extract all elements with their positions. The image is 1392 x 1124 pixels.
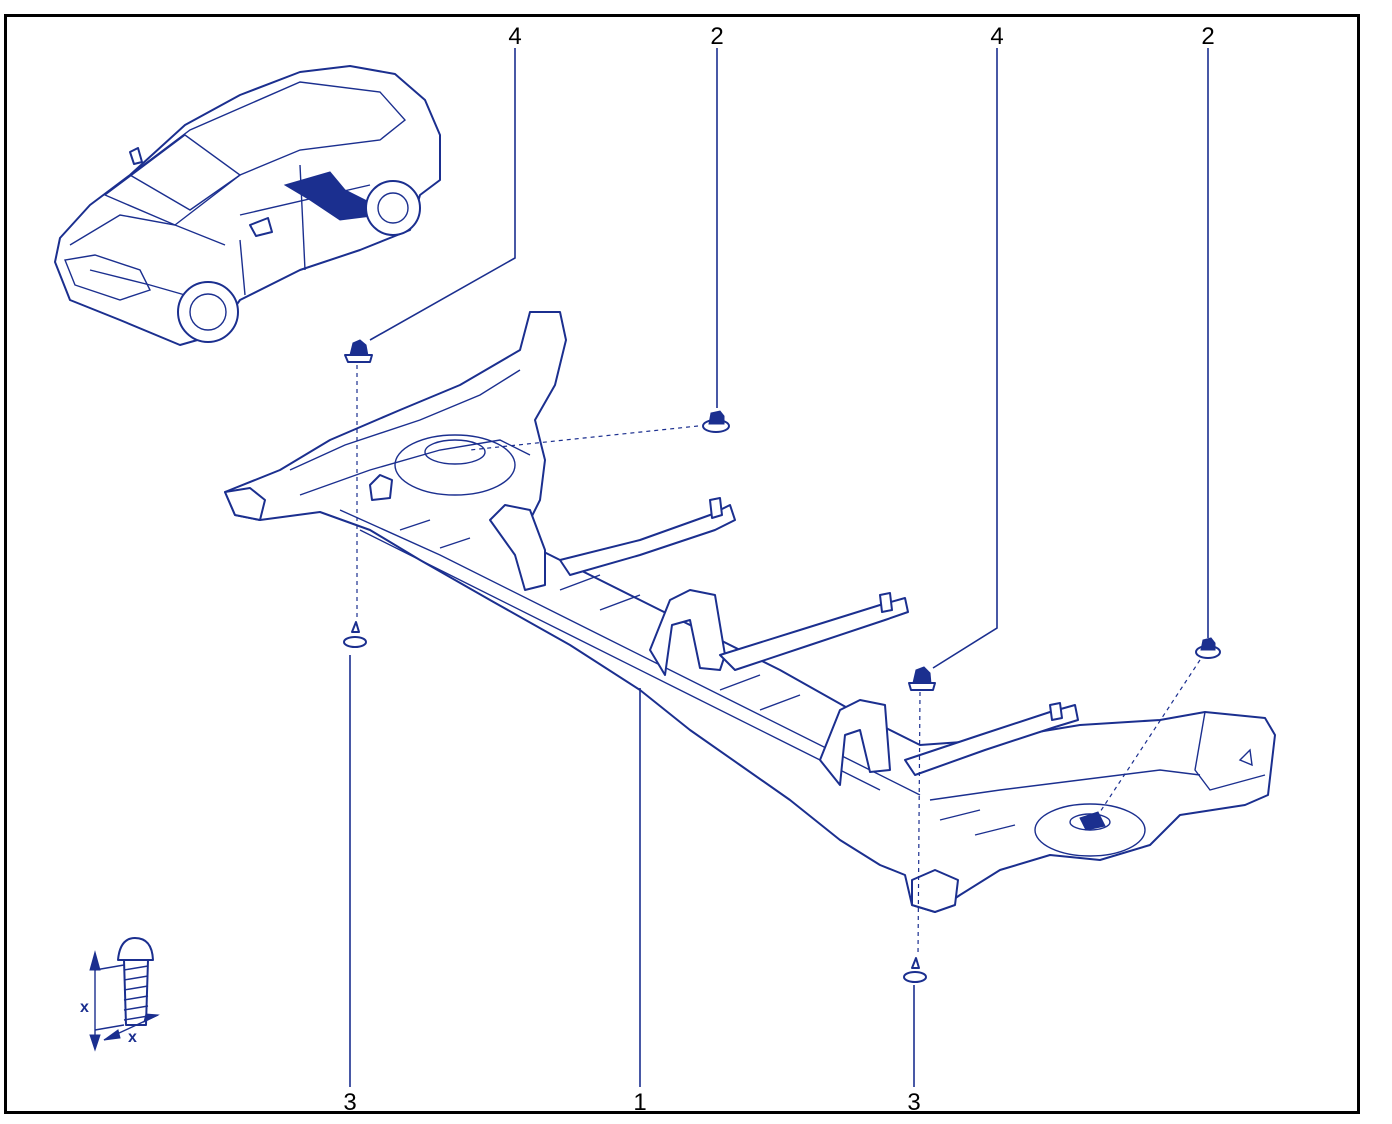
callout-3-right: 3 (907, 1089, 920, 1116)
dimension-label-horizontal: x (128, 1029, 137, 1046)
dimension-label-vertical: x (80, 999, 89, 1016)
assembly-lines (356, 365, 1201, 956)
clip-nut-left (344, 339, 373, 363)
screw-left (343, 621, 367, 648)
callout-4-left: 4 (508, 23, 521, 50)
vehicle-location-icon (54, 65, 441, 346)
callout-4-right: 4 (990, 23, 1003, 50)
callout-1: 1 (633, 1089, 646, 1116)
callout-2-left: 2 (710, 23, 723, 50)
callout-3-left: 3 (343, 1089, 356, 1116)
screw-right (903, 957, 927, 983)
mounting-stays (559, 497, 1079, 776)
callout-2-right: 2 (1201, 23, 1214, 50)
push-nut-right (1195, 637, 1221, 659)
leader-lines (349, 48, 1209, 1087)
push-nut-left (702, 410, 730, 433)
screw-length-dimension-icon: x x (80, 937, 160, 1052)
diagram-frame (4, 14, 1360, 1114)
clip-nut-right (908, 666, 936, 691)
underbody-protection-shield (224, 311, 1276, 913)
